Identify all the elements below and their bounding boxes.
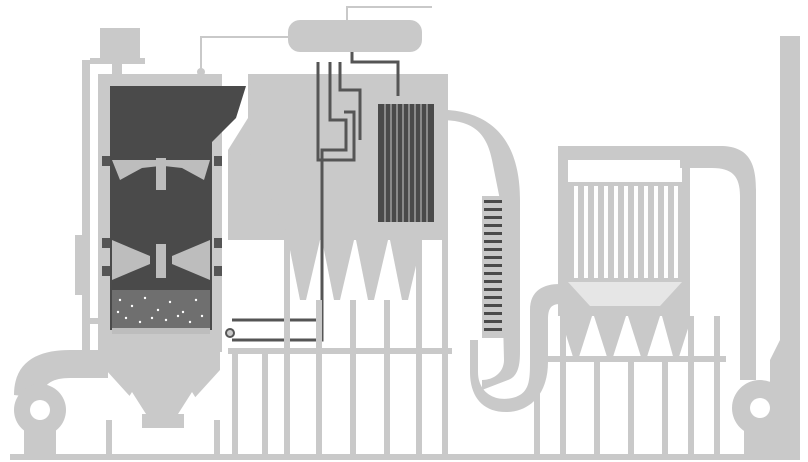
heat-exchanger-icon [378,104,434,222]
furnace [98,74,246,352]
valve-icon [225,328,235,338]
baghouse-filter [558,146,692,360]
hopper-icon [100,28,140,60]
forced-draft-fan [14,350,108,456]
support-structure [228,240,726,456]
feed-pipe [75,60,104,360]
stack-icon [780,36,800,456]
furnace-interior [110,86,246,330]
drum-icon [288,20,422,52]
furnace-ash-hopper [106,352,220,456]
ground-line [10,454,800,460]
flue-duct [680,146,756,300]
fluidized-bed [112,290,210,328]
chimney-stack [770,36,800,456]
economizer [440,110,560,412]
riser-pipes [232,52,400,342]
superheater [378,104,434,222]
steam-drum [197,6,432,76]
